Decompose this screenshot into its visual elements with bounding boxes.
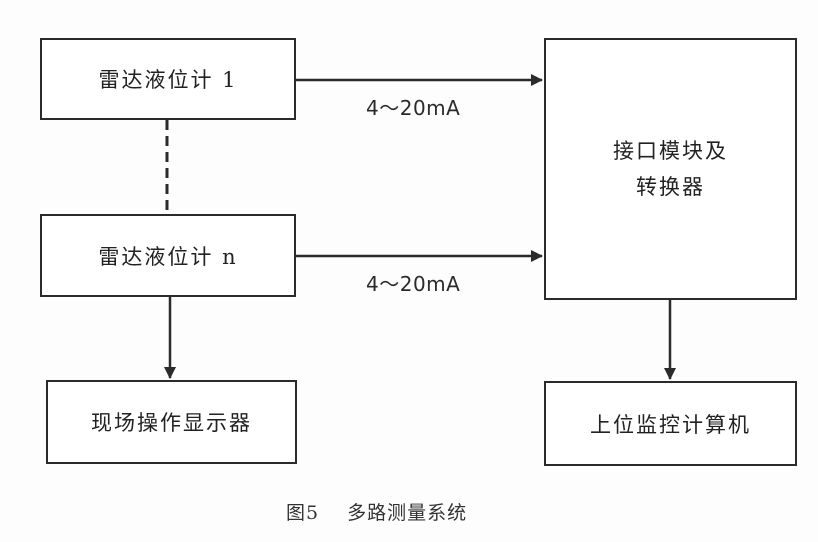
radar-level-meter-1-label: 雷达液位计 1 xyxy=(98,68,238,92)
interface-module-converter-box: 接口模块及 转换器 xyxy=(544,38,797,300)
field-operation-display-box: 现场操作显示器 xyxy=(46,380,297,464)
figure-title: 多路测量系统 xyxy=(347,502,468,524)
radar-level-meter-n-box: 雷达液位计 n xyxy=(40,214,296,297)
interface-module-label-line-2: 转换器 xyxy=(636,175,705,199)
interface-module-label-line-1: 接口模块及 xyxy=(613,139,728,163)
radar-level-meter-1-box: 雷达液位计 1 xyxy=(40,38,296,120)
interface-module-label: 接口模块及 转换器 xyxy=(613,133,728,205)
radar-level-meter-n-label: 雷达液位计 n xyxy=(98,244,238,269)
signal-label-radar-1: 4～20mA xyxy=(366,96,461,120)
figure-number: 图5 xyxy=(286,502,320,524)
figure-caption: 图5 多路测量系统 xyxy=(286,498,467,525)
host-monitoring-computer-label: 上位监控计算机 xyxy=(590,412,751,437)
field-operation-display-label: 现场操作显示器 xyxy=(91,411,252,435)
host-monitoring-computer-box: 上位监控计算机 xyxy=(544,381,797,466)
signal-label-radar-n: 4～20mA xyxy=(366,272,461,296)
